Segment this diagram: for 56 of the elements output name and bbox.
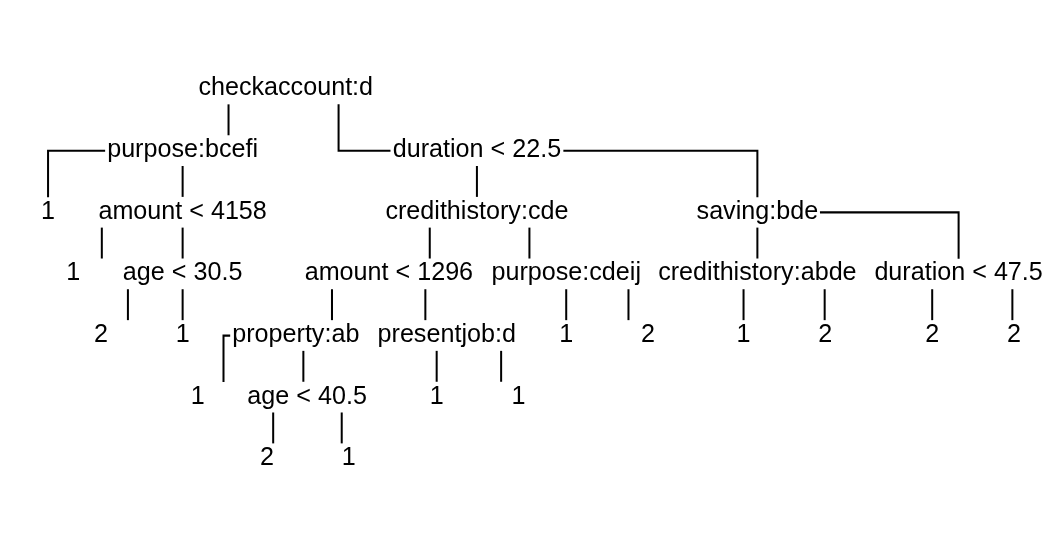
connector bbox=[181, 166, 184, 197]
node-text: property:ab bbox=[232, 318, 360, 347]
connector bbox=[819, 211, 960, 259]
node-text: credithistory:cde bbox=[385, 195, 569, 224]
connector bbox=[563, 149, 759, 198]
connector bbox=[823, 289, 826, 321]
node-text: 1 bbox=[736, 318, 751, 347]
node-text: age < 30.5 bbox=[122, 257, 243, 286]
node-text: credithistory:abde bbox=[658, 257, 857, 286]
connector bbox=[227, 104, 230, 136]
connector bbox=[475, 166, 478, 197]
connector bbox=[100, 227, 103, 259]
node-text: 1 bbox=[41, 195, 56, 224]
connector bbox=[302, 350, 305, 382]
connector bbox=[756, 227, 759, 259]
connector bbox=[337, 104, 391, 152]
node-text: 1 bbox=[429, 380, 444, 409]
connector bbox=[126, 289, 129, 321]
connector bbox=[500, 350, 503, 382]
node-text: 1 bbox=[175, 318, 190, 347]
node-text: 2 bbox=[259, 442, 274, 471]
connector bbox=[528, 227, 531, 259]
connector bbox=[340, 412, 343, 444]
node-text: 2 bbox=[925, 318, 940, 347]
connector bbox=[428, 227, 431, 259]
node-text: checkaccount:d bbox=[198, 72, 374, 101]
node-text: purpose:cdeij bbox=[491, 257, 641, 286]
connector bbox=[424, 289, 427, 321]
node-text: 1 bbox=[190, 380, 205, 409]
connector bbox=[435, 350, 438, 382]
connector bbox=[47, 149, 106, 198]
node-text: saving:bde bbox=[696, 195, 819, 224]
node-text: duration < 22.5 bbox=[392, 134, 562, 163]
node-text: age < 40.5 bbox=[247, 380, 367, 409]
node-text: amount < 1296 bbox=[304, 257, 474, 286]
connector bbox=[565, 289, 568, 321]
node-text: presentjob:d bbox=[377, 318, 516, 347]
node-text: amount < 4158 bbox=[98, 195, 267, 224]
node-text: 2 bbox=[818, 318, 833, 347]
node-text: 1 bbox=[559, 318, 574, 347]
node-text: duration < 47.5 bbox=[874, 257, 1043, 286]
connector bbox=[1011, 289, 1014, 321]
connector bbox=[931, 289, 934, 321]
node-text: 2 bbox=[1006, 318, 1021, 347]
node-text: 1 bbox=[511, 380, 526, 409]
node-text: 1 bbox=[341, 442, 356, 471]
connector bbox=[330, 289, 333, 321]
connector bbox=[272, 412, 275, 444]
node-text: 2 bbox=[93, 318, 108, 347]
connector bbox=[627, 289, 630, 321]
connector bbox=[181, 227, 184, 259]
node-text: 2 bbox=[640, 318, 655, 347]
connector bbox=[742, 289, 745, 321]
node-text: 1 bbox=[66, 257, 81, 286]
connector bbox=[181, 289, 184, 321]
node-text: purpose:bcefi bbox=[107, 134, 259, 163]
